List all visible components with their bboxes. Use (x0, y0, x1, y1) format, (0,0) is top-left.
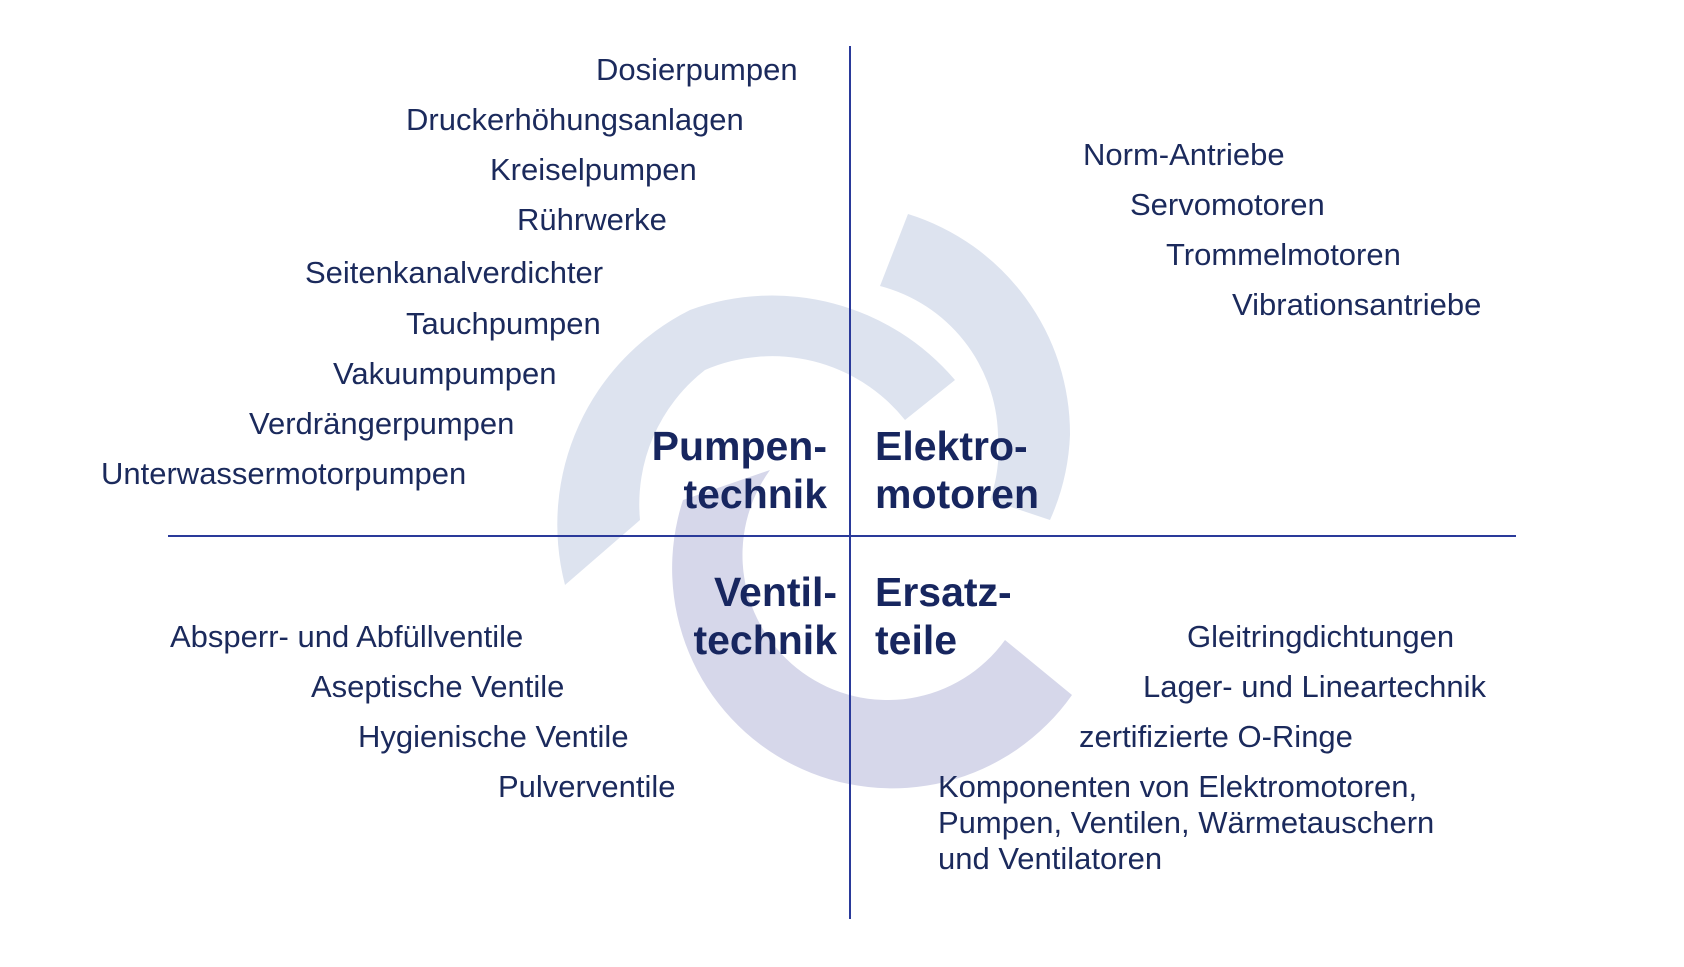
list-item: Pulverventile (498, 769, 676, 804)
category-elektromotoren: Elektro- motoren (875, 422, 1039, 518)
list-item: Trommelmotoren (1166, 237, 1401, 272)
list-item: Absperr- und Abfüllventile (170, 619, 524, 654)
ring-arc-purple (672, 470, 1072, 789)
list-item: Rührwerke (517, 202, 667, 237)
category-title-line: Ventil- (713, 569, 837, 615)
category-title-line: technik (693, 617, 837, 663)
ring-arc-light-left (557, 295, 955, 585)
horizontal-axis (168, 535, 1516, 537)
list-item: Servomotoren (1130, 187, 1325, 222)
list-item: Norm-Antriebe (1083, 137, 1285, 172)
list-item: Dosierpumpen (596, 52, 798, 87)
list-item: Hygienische Ventile (358, 719, 629, 754)
category-ventiltechnik: Ventil- technik (640, 568, 837, 664)
category-ersatzteile: Ersatz- teile (875, 568, 1012, 664)
list-item: Unterwassermotorpumpen (101, 456, 467, 491)
vertical-axis (849, 46, 851, 919)
category-title-line: Ersatz- (875, 569, 1012, 615)
list-item: Lager- und Lineartechnik (1143, 669, 1486, 704)
list-item: Vakuumpumpen (333, 356, 557, 391)
list-item: Druckerhöhungsanlagen (406, 102, 744, 137)
list-item: Verdrängerpumpen (249, 406, 515, 441)
list-item: Komponenten von Elektromotoren, Pumpen, … (938, 769, 1435, 876)
category-title-line: Pumpen- (651, 423, 827, 469)
ring-arc-purple-right (990, 435, 1070, 520)
list-item: Tauchpumpen (406, 306, 601, 341)
category-title-line: Elektro- (875, 423, 1028, 469)
list-item: zertifizierte O-Ringe (1079, 719, 1353, 754)
list-item: Gleitringdichtungen (1187, 619, 1455, 654)
ring-arc-light (880, 214, 1071, 435)
category-title-line: technik (683, 471, 827, 517)
list-item: Kreiselpumpen (490, 152, 697, 187)
list-item: Seitenkanalverdichter (305, 255, 604, 290)
list-item: Vibrationsantriebe (1232, 287, 1482, 322)
list-item: Aseptische Ventile (311, 669, 565, 704)
category-title-line: teile (875, 617, 958, 663)
category-pumpentechnik: Pumpen- technik (620, 422, 827, 518)
category-title-line: motoren (875, 471, 1039, 517)
